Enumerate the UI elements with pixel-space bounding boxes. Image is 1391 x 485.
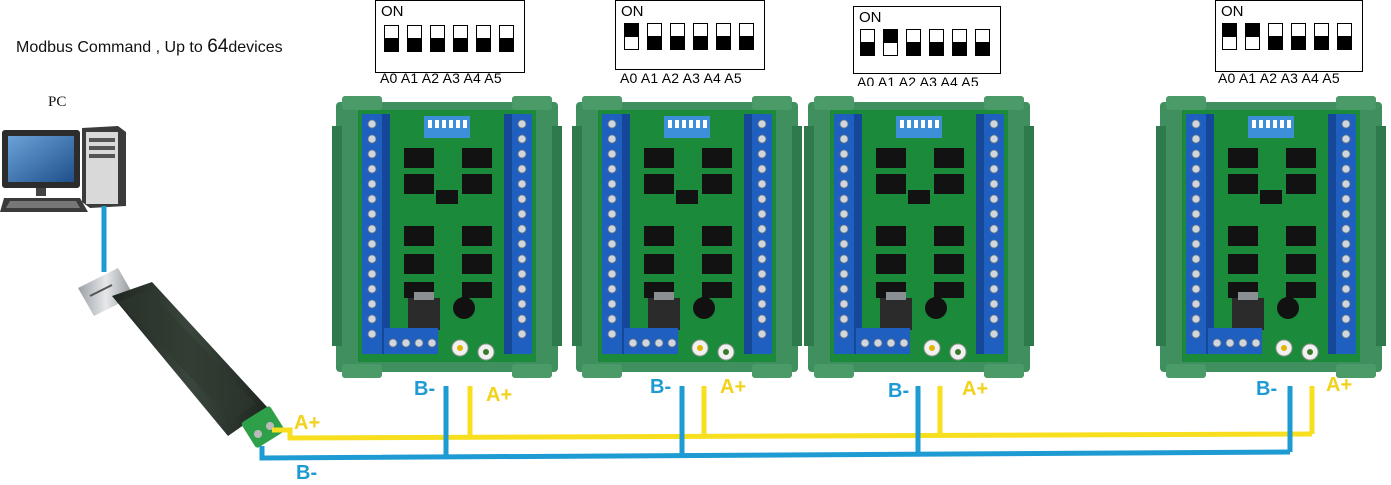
dip-switch-a5 [975, 29, 990, 56]
usb-a-plus-label: A+ [294, 412, 321, 434]
board1-a-plus-label: A+ [486, 384, 513, 406]
address-labels-3: A0 A1 A2 A3 A4 A5 [857, 74, 979, 86]
dip-switch-a1 [407, 25, 422, 52]
dip-switch-a4 [716, 23, 731, 50]
board1-b-minus-label: B- [414, 378, 436, 400]
dip-switch-a1 [647, 23, 662, 50]
dip-switch-a1 [1245, 23, 1260, 50]
dip-diagram-3: ON [853, 6, 1001, 74]
usb-rs485-adapter-icon [78, 268, 285, 448]
dip-switch-a3 [929, 29, 944, 56]
b-minus-bus [259, 386, 1293, 461]
board4-a-plus-label: A+ [1326, 374, 1353, 396]
address-labels-1: A0 A1 A2 A3 A4 A5 [380, 70, 502, 86]
page-title: Modbus Command , Up to 64devices [16, 36, 283, 58]
pc-tower-icon [82, 126, 126, 208]
dip-diagram-4: ON [1215, 0, 1363, 72]
dip-switch-a4 [952, 29, 967, 56]
dip-switch-a2 [430, 25, 445, 52]
title-device-count: 64 [207, 36, 229, 57]
title-text: Modbus Command , Up to [16, 39, 208, 56]
board-device-3 [803, 95, 1035, 379]
dip-switch-a1 [883, 29, 898, 56]
board4-b-minus-label: B- [1256, 378, 1278, 400]
a-plus-bus [272, 386, 1315, 441]
dip-switch-a4 [476, 25, 491, 52]
dip-on-label: ON [859, 9, 882, 26]
dip-switch-a0 [1222, 23, 1237, 50]
board-device-2 [571, 95, 803, 379]
dip-on-label: ON [381, 3, 404, 20]
board2-b-minus-label: B- [650, 376, 672, 398]
dip-switch-a2 [1268, 23, 1283, 50]
address-labels-4: A0 A1 A2 A3 A4 A5 [1218, 70, 1340, 86]
title-suffix: devices [228, 39, 283, 56]
dip-on-label: ON [621, 3, 644, 20]
dip-switch-a5 [1337, 23, 1352, 50]
dip-on-label: ON [1221, 3, 1244, 20]
dip-diagram-2: ON [615, 0, 765, 70]
dip-switch-a5 [499, 25, 514, 52]
dip-switch-a2 [906, 29, 921, 56]
board3-b-minus-label: B- [888, 380, 910, 402]
board-device-4 [1155, 95, 1387, 379]
board-device-1 [331, 95, 563, 379]
dip-switch-a3 [1291, 23, 1306, 50]
dip-switch-a3 [453, 25, 468, 52]
dip-switch-a3 [693, 23, 708, 50]
board2-a-plus-label: A+ [720, 376, 747, 398]
dip-diagram-1: ON [375, 0, 525, 73]
pc-monitor-icon [0, 130, 88, 212]
pc-label: PC [48, 94, 67, 110]
dip-switch-a4 [1314, 23, 1329, 50]
dip-switch-a5 [739, 23, 754, 50]
dip-switch-a0 [624, 23, 639, 50]
usb-b-minus-label: B- [296, 462, 318, 484]
dip-switch-a0 [384, 25, 399, 52]
address-labels-2: A0 A1 A2 A3 A4 A5 [620, 70, 742, 86]
board3-a-plus-label: A+ [962, 378, 989, 400]
dip-switch-a0 [860, 29, 875, 56]
dip-switch-a2 [670, 23, 685, 50]
